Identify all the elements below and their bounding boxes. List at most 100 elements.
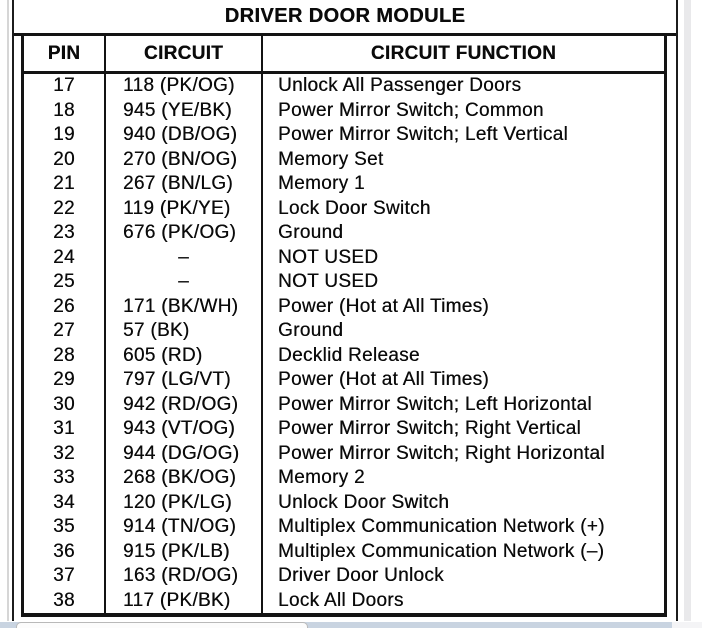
pin-cell: 37 [24, 564, 106, 589]
pin-cell: 25 [24, 270, 106, 295]
circuit-cell: 267 (BN/LG) [106, 172, 263, 197]
circuit-cell: 268 (BK/OG) [106, 466, 263, 491]
circuit-cell: 914 (TN/OG) [106, 515, 263, 540]
circuit-cell: 915 (PK/LB) [106, 539, 263, 564]
pin-cell: 34 [24, 490, 106, 515]
circuit-function-cell: Power Mirror Switch; Right Horizontal [278, 442, 605, 464]
pin-cell: 18 [24, 98, 106, 123]
scan-frame-line-right [676, 0, 678, 621]
pin-cell: 22 [24, 196, 106, 221]
circuit-function-cell: Power Mirror Switch; Left Vertical [278, 124, 569, 146]
page-margin-strip [684, 0, 691, 621]
underlying-page-strip-right-gap [672, 622, 702, 628]
circuit-function-cell: Power Mirror Switch; Left Horizontal [278, 393, 592, 415]
table-row: 24 – NOT USED [24, 245, 664, 270]
pin-circuit-table: PIN CIRCUIT CIRCUIT FUNCTION 17 118 (PK/… [21, 36, 667, 617]
table-row: 29 797 (LG/VT) Power (Hot at All Times) [24, 368, 664, 393]
circuit-cell: 944 (DG/OG) [106, 441, 263, 466]
table-row: 32 944 (DG/OG) Power Mirror Switch; Righ… [24, 441, 664, 466]
pin-cell: 38 [24, 588, 106, 613]
circuit-function-cell: NOT USED [278, 246, 379, 268]
pin-cell: 17 [24, 74, 106, 99]
pin-cell: 27 [24, 319, 106, 344]
column-header-circuit: CIRCUIT [106, 36, 263, 71]
table-row: 27 57 (BK) Ground [24, 319, 664, 344]
table-row: 37 163 (RD/OG) Driver Door Unlock [24, 564, 664, 589]
circuit-function-cell: Memory Set [278, 148, 384, 170]
table-row: 38 117 (PK/BK) Lock All Doors [24, 588, 664, 613]
table-row: 19 940 (DB/OG) Power Mirror Switch; Left… [24, 123, 664, 148]
table-row: 22 119 (PK/YE) Lock Door Switch [24, 196, 664, 221]
circuit-cell: 119 (PK/YE) [106, 196, 263, 221]
circuit-function-cell: Lock All Doors [278, 589, 404, 611]
table-row: 17 118 (PK/OG) Unlock All Passenger Door… [24, 74, 664, 99]
circuit-function-cell: Unlock Door Switch [278, 491, 450, 513]
circuit-function-cell: Power Mirror Switch; Common [278, 99, 544, 121]
table-header-row: PIN CIRCUIT CIRCUIT FUNCTION [24, 36, 664, 74]
table-row: 18 945 (YE/BK) Power Mirror Switch; Comm… [24, 98, 664, 123]
circuit-cell: 163 (RD/OG) [106, 564, 263, 589]
circuit-function-cell: Multiplex Communication Network (–) [278, 540, 605, 562]
scan-edge-line-left-faint [7, 0, 9, 621]
circuit-function-cell: Driver Door Unlock [278, 565, 444, 587]
table-row: 33 268 (BK/OG) Memory 2 [24, 466, 664, 491]
circuit-cell: 117 (PK/BK) [106, 588, 263, 613]
pin-cell: 36 [24, 539, 106, 564]
circuit-cell: 120 (PK/LG) [106, 490, 263, 515]
circuit-function-cell: Multiplex Communication Network (+) [278, 516, 605, 538]
circuit-function-cell: NOT USED [278, 271, 379, 293]
pin-cell: 35 [24, 515, 106, 540]
pin-cell: 24 [24, 245, 106, 270]
circuit-cell: 797 (LG/VT) [106, 368, 263, 393]
table-row: 36 915 (PK/LB) Multiplex Communication N… [24, 539, 664, 564]
column-header-circuit-function: CIRCUIT FUNCTION [370, 42, 557, 64]
table-row: 28 605 (RD) Decklid Release [24, 343, 664, 368]
column-header-pin: PIN [24, 36, 106, 71]
pin-cell: 33 [24, 466, 106, 491]
table-row: 30 942 (RD/OG) Power Mirror Switch; Left… [24, 392, 664, 417]
pin-cell: 28 [24, 343, 106, 368]
circuit-cell: 171 (BK/WH) [106, 294, 263, 319]
table-row: 34 120 (PK/LG) Unlock Door Switch [24, 490, 664, 515]
circuit-cell: 945 (YE/BK) [106, 98, 263, 123]
page-title: DRIVER DOOR MODULE [224, 5, 466, 27]
circuit-function-cell: Unlock All Passenger Doors [278, 75, 522, 97]
circuit-function-cell: Power Mirror Switch; Right Vertical [278, 418, 581, 440]
table-row: 20 270 (BN/OG) Memory Set [24, 147, 664, 172]
circuit-cell: 940 (DB/OG) [106, 123, 263, 148]
table-row: 31 943 (VT/OG) Power Mirror Switch; Righ… [24, 417, 664, 442]
circuit-function-cell: Power (Hot at All Times) [278, 295, 489, 317]
circuit-cell: 118 (PK/OG) [106, 74, 263, 99]
circuit-cell: – [106, 270, 263, 295]
table-row: 26 171 (BK/WH) Power (Hot at All Times) [24, 294, 664, 319]
table-row: 21 267 (BN/LG) Memory 1 [24, 172, 664, 197]
circuit-cell: 605 (RD) [106, 343, 263, 368]
circuit-cell: 942 (RD/OG) [106, 392, 263, 417]
circuit-function-cell: Decklid Release [278, 344, 420, 366]
circuit-cell: 943 (VT/OG) [106, 417, 263, 442]
circuit-function-cell: Ground [278, 222, 344, 244]
circuit-function-cell: Lock Door Switch [278, 197, 431, 219]
circuit-cell: 676 (PK/OG) [106, 221, 263, 246]
table-row: 23 676 (PK/OG) Ground [24, 221, 664, 246]
underlying-page-box-top-edge [16, 622, 308, 628]
pin-cell: 29 [24, 368, 106, 393]
circuit-function-cell: Memory 2 [278, 467, 365, 489]
scan-frame-line-left [12, 0, 14, 621]
circuit-function-cell: Memory 1 [278, 173, 365, 195]
circuit-function-cell: Ground [278, 320, 344, 342]
pin-cell: 31 [24, 417, 106, 442]
circuit-cell: 57 (BK) [106, 319, 263, 344]
table-body: 17 118 (PK/OG) Unlock All Passenger Door… [24, 74, 664, 613]
pin-cell: 26 [24, 294, 106, 319]
circuit-cell: – [106, 245, 263, 270]
pin-cell: 19 [24, 123, 106, 148]
circuit-function-cell: Power (Hot at All Times) [278, 369, 489, 391]
table-title-box: DRIVER DOOR MODULE [14, 0, 676, 36]
pin-cell: 21 [24, 172, 106, 197]
pin-cell: 20 [24, 147, 106, 172]
pin-cell: 23 [24, 221, 106, 246]
table-row: 35 914 (TN/OG) Multiplex Communication N… [24, 515, 664, 540]
pin-cell: 30 [24, 392, 106, 417]
